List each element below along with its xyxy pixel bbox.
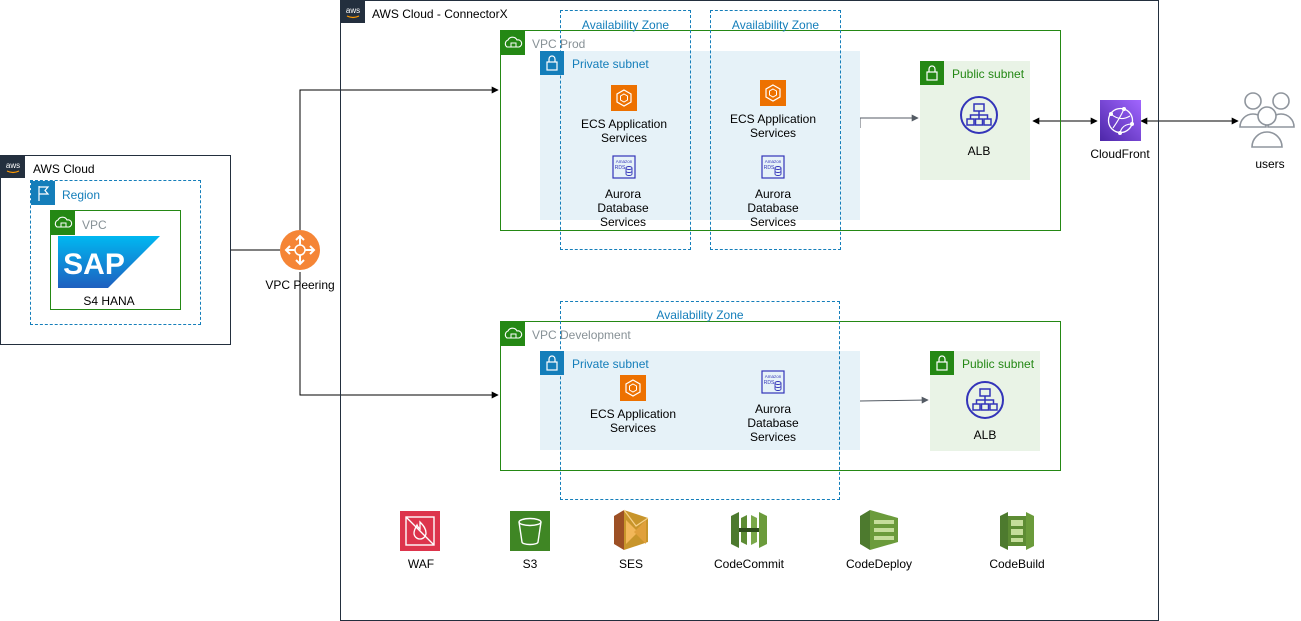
codebuild-label: CodeBuild bbox=[989, 557, 1045, 571]
aws-cloud-left-label: AWS Cloud bbox=[33, 162, 95, 176]
codebuild-icon bbox=[998, 510, 1036, 552]
ecs-label-line: ECS Application bbox=[729, 112, 817, 126]
ses-icon bbox=[610, 508, 652, 552]
ecs-icon bbox=[620, 375, 646, 401]
az-dev-group: Availability Zone bbox=[560, 301, 840, 500]
s3-bucket-icon bbox=[510, 511, 550, 551]
vpc-cloud-lock-icon bbox=[501, 322, 525, 346]
vpc-dev-label: VPC Development bbox=[532, 328, 631, 342]
edge-private-prod-to-alb bbox=[859, 114, 919, 128]
sap-logo-icon: SAP bbox=[58, 236, 160, 288]
s4hana-label: S4 HANA bbox=[83, 294, 135, 308]
vpc-prod-group: VPC Prod bbox=[500, 30, 1061, 231]
vpc-peering-icon bbox=[279, 229, 321, 271]
aurora-label-line: Database bbox=[747, 416, 799, 430]
edge-private-dev-to-alb bbox=[859, 396, 929, 404]
vpc-cloud-lock-icon bbox=[51, 211, 75, 235]
svg-text:aws: aws bbox=[6, 161, 20, 170]
alb-icon bbox=[959, 95, 999, 135]
padlock-icon bbox=[920, 61, 944, 85]
ses-label: SES bbox=[618, 557, 644, 571]
aws-cloud-connectorx-label: AWS Cloud - ConnectorX bbox=[372, 7, 508, 21]
az-dev-label: Availability Zone bbox=[656, 308, 744, 322]
alb-prod-label: ALB bbox=[967, 144, 991, 158]
public-subnet-dev-group: Public subnet bbox=[930, 351, 1040, 451]
private-subnet-prod-group: Private subnet bbox=[540, 51, 860, 220]
cloudfront-label: CloudFront bbox=[1090, 147, 1150, 161]
users-label: users bbox=[1255, 157, 1285, 171]
s3-label: S3 bbox=[522, 557, 538, 571]
aurora-label-line: Database bbox=[597, 201, 649, 215]
padlock-icon bbox=[930, 351, 954, 375]
codecommit-label: CodeCommit bbox=[713, 557, 785, 571]
aws-cloud-left-group: aws AWS Cloud bbox=[0, 155, 231, 345]
ecs-label-line: Services bbox=[600, 131, 647, 145]
vpc-dev-group: VPC Development bbox=[500, 321, 1061, 471]
alb-icon bbox=[965, 380, 1005, 420]
region-flag-icon bbox=[31, 181, 55, 205]
private-subnet-prod-label: Private subnet bbox=[572, 57, 649, 71]
svg-text:RDS: RDS bbox=[615, 165, 626, 171]
svg-text:Amazon: Amazon bbox=[616, 159, 633, 164]
az-prod-2-group: Availability Zone bbox=[710, 10, 841, 250]
users-icon bbox=[1238, 89, 1298, 149]
svg-text:RDS: RDS bbox=[764, 380, 775, 386]
edge-peering-to-dev bbox=[299, 272, 499, 399]
codedeploy-label: CodeDeploy bbox=[845, 557, 913, 571]
az-prod-1-group: Availability Zone bbox=[560, 10, 691, 250]
svg-text:Amazon: Amazon bbox=[765, 159, 782, 164]
aurora-label-line: Aurora bbox=[604, 187, 642, 201]
az-prod-1-label: Availability Zone bbox=[581, 18, 670, 32]
svg-text:RDS: RDS bbox=[764, 165, 775, 171]
waf-label: WAF bbox=[407, 557, 435, 571]
vpc-left-group: VPC bbox=[50, 210, 181, 310]
ecs-label-line: ECS Application bbox=[589, 407, 677, 421]
vpc-peering-label: VPC Peering bbox=[265, 278, 335, 292]
az-prod-2-label: Availability Zone bbox=[731, 18, 820, 32]
ecs-icon bbox=[611, 85, 637, 111]
ecs-label-line: Services bbox=[609, 421, 656, 435]
aws-cloud-connectorx-group: aws AWS Cloud - ConnectorX bbox=[340, 0, 1159, 621]
cloudfront-icon bbox=[1100, 100, 1141, 141]
aurora-label-line: Aurora bbox=[754, 187, 792, 201]
ecs-icon bbox=[760, 80, 786, 106]
sap-logo-text: SAP bbox=[63, 248, 125, 281]
waf-icon bbox=[400, 511, 440, 551]
vpc-prod-label: VPC Prod bbox=[532, 37, 586, 51]
ecs-label-line: ECS Application bbox=[580, 117, 668, 131]
aurora-label-line: Aurora bbox=[754, 402, 792, 416]
private-subnet-dev-group: Private subnet bbox=[540, 351, 860, 450]
private-subnet-dev-label: Private subnet bbox=[572, 357, 649, 371]
alb-dev-label: ALB bbox=[973, 428, 997, 442]
region-group: Region bbox=[30, 180, 201, 325]
edge-peering-to-prod bbox=[299, 86, 499, 230]
ecs-label-line: Services bbox=[749, 126, 796, 140]
aurora-label-line: Services bbox=[749, 215, 796, 229]
region-label: Region bbox=[62, 188, 101, 202]
codedeploy-icon bbox=[858, 508, 900, 552]
public-subnet-prod-label: Public subnet bbox=[952, 67, 1025, 81]
aurora-label-line: Services bbox=[599, 215, 646, 229]
aws-logo-icon: aws bbox=[1, 156, 25, 178]
aws-logo-icon: aws bbox=[341, 1, 365, 23]
codecommit-icon bbox=[729, 508, 769, 552]
vpc-cloud-lock-icon bbox=[501, 31, 525, 55]
vpc-left-label: VPC bbox=[82, 218, 107, 232]
aurora-label-line: Services bbox=[749, 430, 796, 444]
svg-text:Amazon: Amazon bbox=[765, 374, 782, 379]
svg-text:aws: aws bbox=[346, 6, 360, 15]
public-subnet-dev-label: Public subnet bbox=[962, 357, 1035, 371]
aurora-label-line: Database bbox=[747, 201, 799, 215]
